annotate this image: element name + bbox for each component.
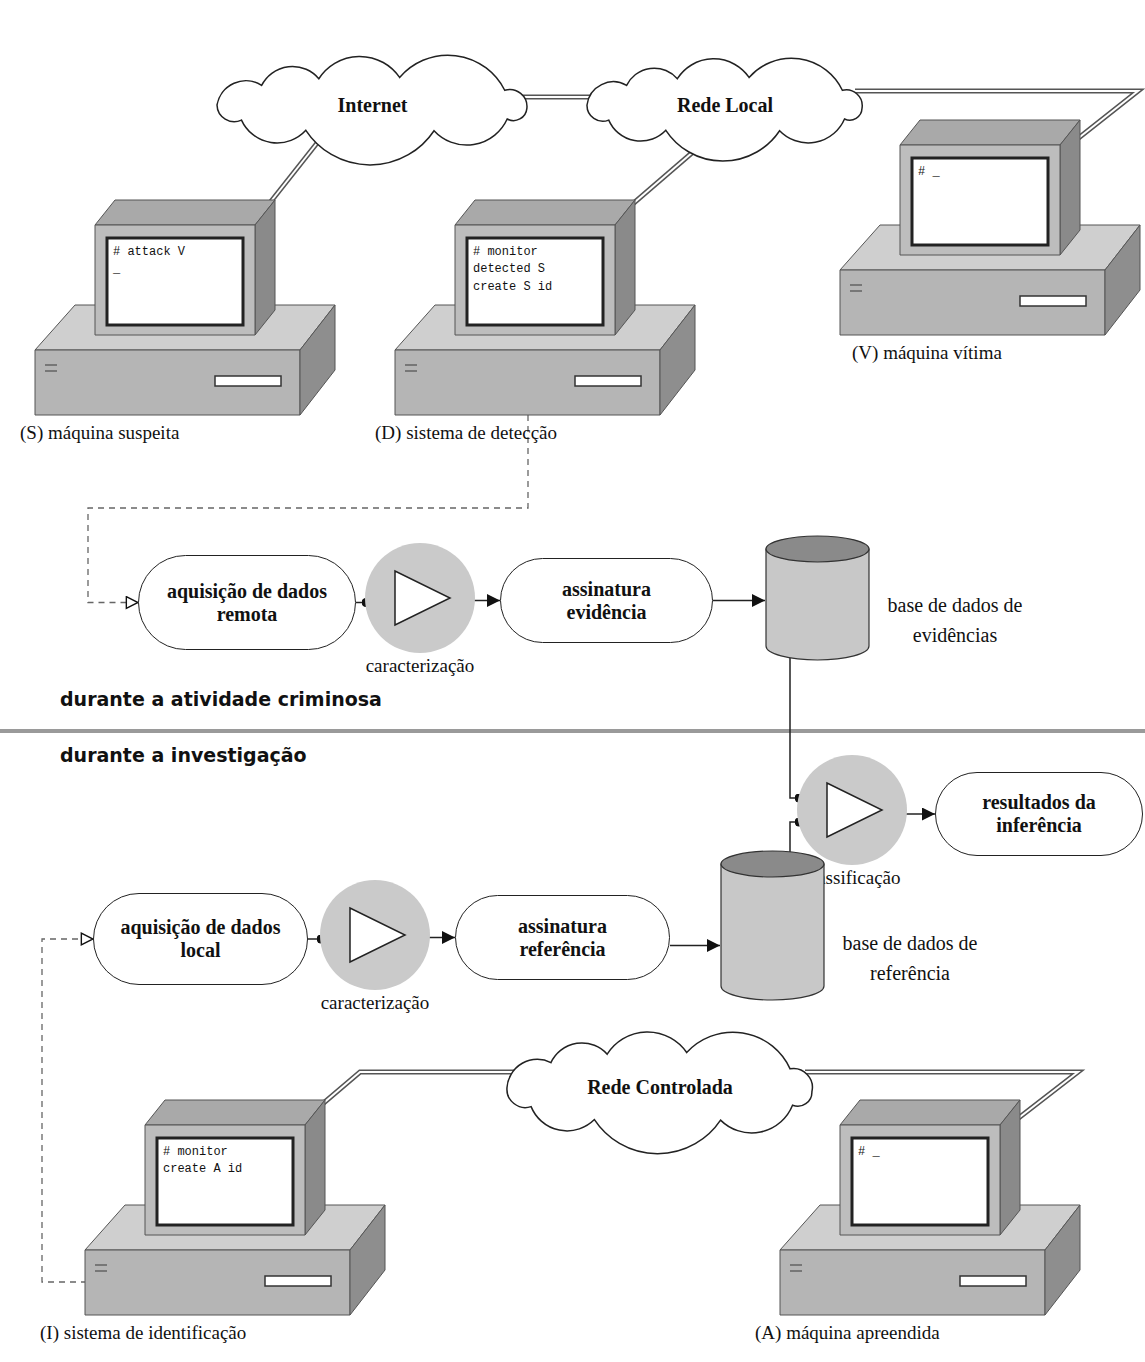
process-label: assinatura referência [481,915,644,961]
comp-outline [35,200,335,415]
process-box: assinatura evidência [500,558,713,643]
phase-label: durante a atividade criminosa [60,688,382,710]
amplifier-symbol: caracterização [320,880,430,990]
link-inner [313,1072,515,1112]
tri-outline [320,880,430,990]
connector-path [356,602,366,604]
process-box: aquisição de dados remota [138,555,356,650]
process-label: aquisição de dados remota [164,580,330,626]
process-box: aquisição de dados local [93,893,308,985]
database-cylinder: base de dados de evidências [765,535,870,660]
process-box: resultados da inferência [935,772,1143,856]
acquisition-link [42,939,93,1282]
network-link [520,97,595,98]
flow-connector [474,600,500,601]
database-label: base de dados de evidências [885,590,1025,650]
flow-connector [670,945,720,946]
connector-path [670,945,720,947]
link-outer [520,95,595,100]
network-cloud: Internet [195,55,550,155]
machine-caption: (S) máquina suspeita [20,422,179,444]
machine-caption: (D) sistema de detecção [375,422,557,444]
phase-label: durante a investigação [60,744,307,766]
connector-path [42,939,93,1282]
comp-outline [840,120,1140,335]
computer: # monitor detected S create S id(D) sist… [395,200,695,415]
comp-outline [85,1100,385,1315]
link-inner [520,96,595,98]
computer: # monitor create A id(I) sistema de iden… [85,1100,385,1315]
machine-caption: (V) máquina vítima [852,342,1002,364]
comp-outline [395,200,695,415]
network-label: Rede Controlada [587,1075,733,1100]
stage-caption: caracterização [321,992,430,1014]
link-outer [313,1072,515,1112]
amplifier-symbol: classificação [797,755,907,865]
database-label: base de dados de referência [840,928,980,988]
flow-connector [906,814,935,815]
flow-connector [713,600,765,601]
connector-path [474,600,500,602]
computer: # _(A) máquina apreendida [780,1100,1080,1315]
screen-text: # attack V _ [113,244,192,279]
flow-connector [790,654,799,798]
stage-caption: caracterização [366,655,475,677]
phase-divider [0,729,1145,733]
flow-connector [429,937,455,938]
comp-outline [780,1100,1080,1315]
network-label: Rede Local [677,93,773,118]
connector-path [429,937,455,939]
connector-path [906,813,935,815]
cyl-outline [720,850,825,1000]
flow-connector [356,602,366,603]
process-box: assinatura referência [455,895,670,980]
process-label: assinatura evidência [526,578,687,624]
computer: # attack V _(S) máquina suspeita [35,200,335,415]
screen-text: # _ [918,164,997,181]
network-label: Internet [338,93,408,118]
cyl-outline [765,535,870,660]
tri-outline [797,755,907,865]
tri-outline [365,543,475,653]
process-label: aquisição de dados local [119,916,282,962]
computer: # _(V) máquina vítima [840,120,1140,335]
connector-path [790,654,799,798]
machine-caption: (A) máquina apreendida [755,1322,940,1344]
screen-text: # monitor detected S create S id [473,244,552,296]
screen-text: # monitor create A id [163,1144,242,1179]
machine-caption: (I) sistema de identificação [40,1322,246,1344]
process-label: resultados da inferência [961,791,1117,837]
network-cloud: Rede Local [565,55,885,155]
connector-path [308,938,321,940]
screen-text: # _ [858,1144,937,1161]
flow-connector [308,939,321,940]
connector-path [713,600,765,602]
database-cylinder: base de dados de referência [720,850,825,1000]
network-cloud: Rede Controlada [485,1030,835,1145]
amplifier-symbol: caracterização [365,543,475,653]
network-link [313,1072,515,1112]
